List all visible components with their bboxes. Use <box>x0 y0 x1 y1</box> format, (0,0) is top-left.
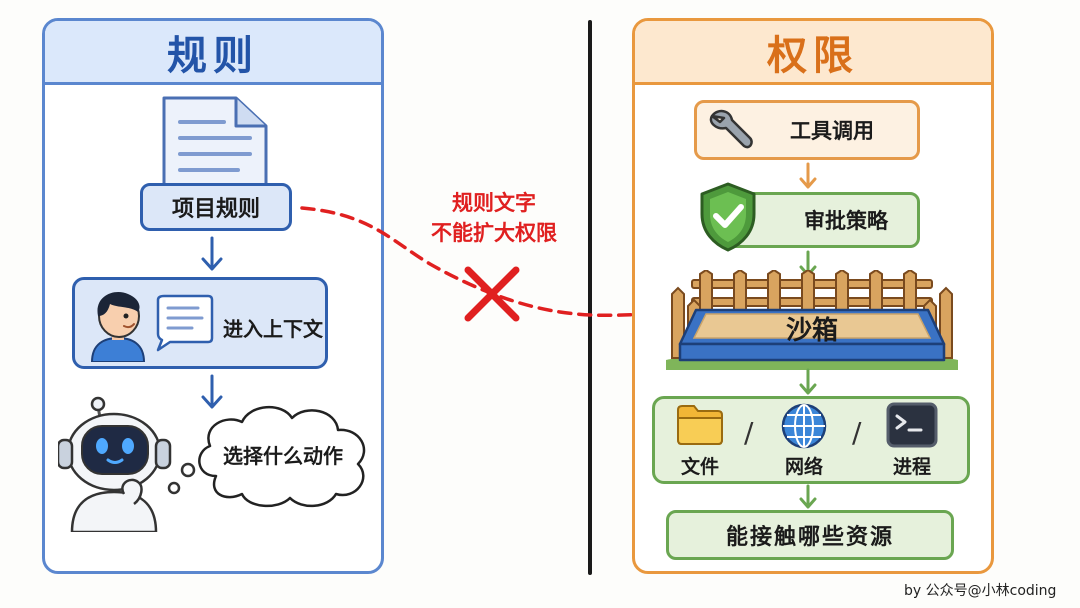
credit-text: by 公众号@小林coding <box>904 583 1057 599</box>
project-rules-label: 项目规则 <box>171 197 260 222</box>
wrench-icon <box>709 109 753 149</box>
person-icon <box>90 292 146 362</box>
arrow-down-icon <box>201 236 223 271</box>
choose-action-label: 选择什么动作 <box>223 444 343 468</box>
arrow-down-icon <box>799 162 817 189</box>
separator: / <box>852 416 862 449</box>
project-rules-box: 项目规则 <box>140 183 292 231</box>
separator: / <box>744 416 754 449</box>
sandbox-illustration <box>666 270 958 370</box>
annotation-line-2: 不能扩大权限 <box>431 221 557 245</box>
sandbox-label: 沙箱 <box>785 316 838 346</box>
permissions-panel-header: 权限 <box>635 21 991 85</box>
annotation-text: 规则文字 不能扩大权限 <box>414 188 574 248</box>
rules-panel-header: 规则 <box>45 21 381 85</box>
tool-call-label: 工具调用 <box>790 119 874 143</box>
approval-label: 审批策略 <box>804 209 888 233</box>
shield-check-icon <box>700 182 756 252</box>
rules-title: 规则 <box>167 32 259 79</box>
arrow-down-icon <box>799 368 817 395</box>
terminal-icon <box>886 402 938 448</box>
center-divider <box>588 20 592 575</box>
document-icon <box>162 96 268 188</box>
folder-icon <box>677 405 723 445</box>
annotation-line-1: 规则文字 <box>452 191 536 215</box>
arrow-down-icon <box>201 374 223 409</box>
globe-icon <box>781 403 827 449</box>
resource-process-label: 进程 <box>892 456 931 478</box>
speech-bubble-icon <box>156 294 214 352</box>
arrow-down-icon <box>799 484 817 509</box>
resource-file-label: 文件 <box>680 456 719 478</box>
tool-call-box: 工具调用 <box>694 100 920 160</box>
permissions-title: 权限 <box>767 32 859 79</box>
blocked-x-icon <box>464 266 520 322</box>
context-label: 进入上下文 <box>223 317 323 341</box>
fence-posts <box>699 270 917 311</box>
resource-reach-box: 能接触哪些资源 <box>666 510 954 560</box>
resource-reach-label: 能接触哪些资源 <box>725 525 894 550</box>
resource-network-label: 网络 <box>784 456 823 478</box>
thought-dots-icon <box>167 462 196 495</box>
robot-icon <box>58 396 172 532</box>
thought-cloud-icon <box>198 405 366 507</box>
